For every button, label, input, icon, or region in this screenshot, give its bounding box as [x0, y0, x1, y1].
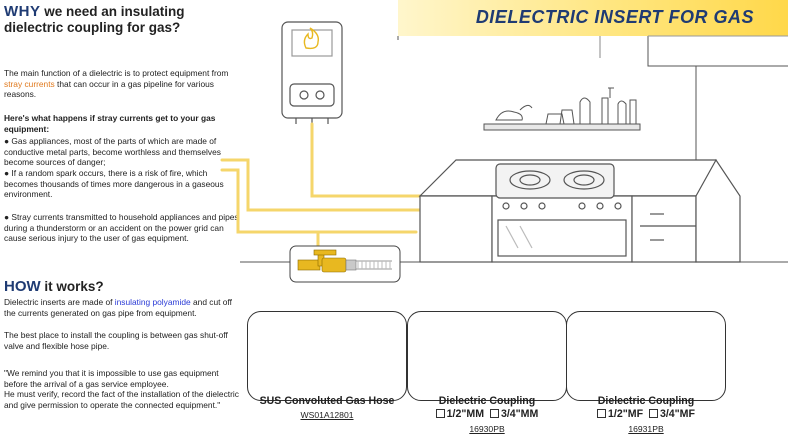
- checkbox-icon: [648, 409, 658, 418]
- product-options: 1/2"MF 3/4"MF: [566, 408, 726, 420]
- product-card-coupling-mf: [566, 311, 726, 401]
- stray-currents-highlight: stray currents: [4, 78, 55, 89]
- why-heading: WHY we need an insulating dielectric cou…: [4, 3, 185, 36]
- valve-assembly: [289, 245, 401, 283]
- banner-title: DIELECTRIC INSERT FOR GAS: [475, 7, 754, 27]
- product-card-coupling-mm: [407, 311, 567, 401]
- checkbox-icon: [435, 409, 445, 418]
- product-code: 16930PB: [469, 424, 505, 434]
- why-bullet-1: ● Gas appliances, most of the parts of w…: [4, 136, 221, 168]
- product-title: Dielectric Coupling: [438, 395, 536, 407]
- insulating-polyamide-highlight: insulating polyamide: [114, 297, 191, 307]
- product-code: WS01A12801: [300, 410, 354, 420]
- product-card-gas-hose: [247, 311, 407, 401]
- product-code: 16931PB: [628, 424, 664, 434]
- how-text: Dielectric inserts are made of insulatin…: [4, 297, 232, 318]
- why-bullet-3: ● Stray currents transmitted to househol…: [4, 212, 239, 244]
- how-remind: "We remind you that it is impossible to …: [4, 368, 219, 389]
- how-heading: HOW it works?: [4, 278, 104, 295]
- why-intro: The main function of a dielectric is to …: [4, 68, 229, 100]
- checkbox-icon: [489, 409, 499, 418]
- product-options: 1/2"MM 3/4"MM: [407, 408, 567, 420]
- how-verify: He must verify, record the fact of the i…: [4, 389, 239, 410]
- gas-water-heater: [281, 21, 343, 124]
- product-title: SUS Convoluted Gas Hose: [259, 395, 395, 407]
- title-banner: DIELECTRIC INSERT FOR GAS: [398, 0, 788, 36]
- checkbox-icon: [597, 409, 606, 418]
- product-title: Dielectric Coupling: [597, 395, 695, 407]
- how-place: The best place to install the coupling i…: [4, 330, 228, 351]
- why-subheading: Here's what happens if stray currents ge…: [4, 113, 216, 134]
- why-bullet-2: ● If a random spark occurs, there is a r…: [4, 168, 224, 200]
